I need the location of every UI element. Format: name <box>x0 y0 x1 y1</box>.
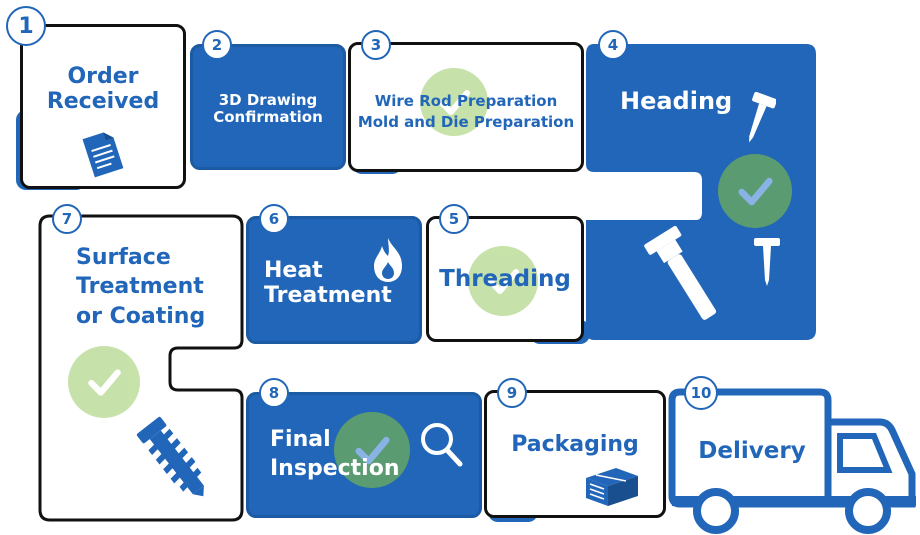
magnifier-icon <box>421 423 463 467</box>
step-7-label-line-2: Treatment <box>76 274 204 300</box>
step-2-badge: 2 <box>202 30 232 60</box>
step-1-label: Order Received <box>20 64 186 115</box>
step-1-label-line-1: Order <box>67 64 139 89</box>
step-7-label-line-3: or Coating <box>76 303 206 329</box>
step-6-label-line-2: Treatment <box>264 283 392 309</box>
step-2-card <box>190 44 346 170</box>
step-3-check-icon <box>420 68 488 136</box>
step-4-badge: 4 <box>598 30 628 60</box>
step-7-card <box>38 214 244 522</box>
step-8-badge: 8 <box>259 378 289 408</box>
step-2-label-line-1: 3D Drawing <box>218 91 318 109</box>
step-6-label-line-1: Heat <box>264 258 323 283</box>
step-7-check-icon <box>68 346 140 418</box>
step-3-label-line-1: Wire Rod Preparation <box>374 92 558 110</box>
step-5-label: Threading <box>439 266 571 292</box>
step-7-label-line-1: Surface <box>76 245 171 270</box>
step-3-label: Wire Rod Preparation Mold and Die Prepar… <box>350 91 582 133</box>
step-10-badge: 10 <box>684 376 718 410</box>
step-4-check-icon <box>718 154 792 228</box>
step-7-badge: 7 <box>52 204 82 234</box>
box-icon <box>586 468 638 506</box>
step-7-label: Surface Treatment or Coating <box>76 243 205 331</box>
step-3-badge: 3 <box>361 30 391 60</box>
truck-icon <box>668 388 916 534</box>
step-2-label-line-2: Confirmation <box>213 108 323 127</box>
nail-icon <box>754 238 780 286</box>
step-9-label: Packaging <box>511 432 639 457</box>
step-8-label-line-1: Final <box>270 427 331 452</box>
step-1-badge: 1 <box>6 6 46 46</box>
screw-icon <box>644 225 717 320</box>
step-5-badge: 5 <box>439 204 469 234</box>
step-8-label: Final Inspection <box>270 426 400 483</box>
document-icon <box>82 132 124 178</box>
step-10-label: Delivery <box>698 438 806 464</box>
screw-icon <box>136 416 204 497</box>
step-9-badge: 9 <box>497 378 527 408</box>
step-6-label: Heat Treatment <box>264 258 392 309</box>
step-3-label-line-2: Mold and Die Preparation <box>357 113 575 131</box>
step-6-badge: 6 <box>259 204 289 234</box>
step-8-label-line-2: Inspection <box>270 455 400 481</box>
flame-icon <box>374 238 402 282</box>
step-2-label: 3D Drawing Confirmation <box>196 91 340 127</box>
step-8-check-icon <box>334 412 410 488</box>
step-1-label-line-2: Received <box>46 89 160 115</box>
step-4-label: Heading <box>620 87 733 115</box>
step-5-check-icon <box>468 246 538 316</box>
bolt-icon <box>749 91 776 143</box>
